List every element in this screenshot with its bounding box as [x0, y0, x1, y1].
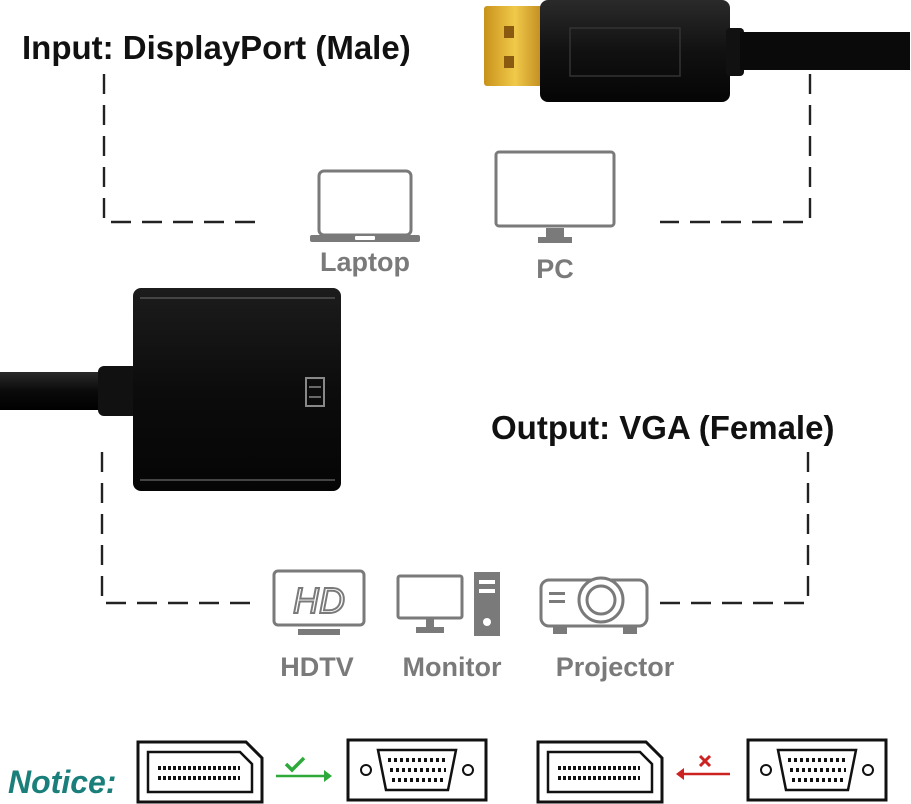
displayport-plug-image — [484, 0, 910, 102]
green-check-arrow-right-icon — [276, 756, 332, 782]
vga-adapter-image — [0, 288, 341, 491]
vga-target-icon — [346, 738, 488, 802]
pc-monitor-icon — [494, 150, 616, 243]
monitor-tower-icon — [396, 572, 500, 636]
hdtv-icon: HD — [272, 569, 366, 635]
output-title: Output: VGA (Female) — [491, 409, 835, 446]
vga-source-icon — [746, 738, 888, 802]
device-label-pc: PC — [536, 254, 574, 284]
device-label-laptop: Laptop — [320, 247, 410, 277]
red-x-arrow-left-icon — [676, 754, 730, 780]
projector-icon — [539, 576, 649, 634]
device-label-monitor: Monitor — [402, 652, 502, 682]
notice-label: Notice: — [8, 764, 117, 800]
device-label-projector: Projector — [555, 652, 675, 682]
hdtv-icon-text: HD — [293, 580, 345, 621]
laptop-icon — [310, 169, 420, 242]
input-title: Input: DisplayPort (Male) — [22, 29, 411, 66]
displayport-source-icon — [136, 740, 264, 804]
device-label-hdtv: HDTV — [280, 652, 354, 682]
displayport-target-icon — [536, 740, 664, 804]
